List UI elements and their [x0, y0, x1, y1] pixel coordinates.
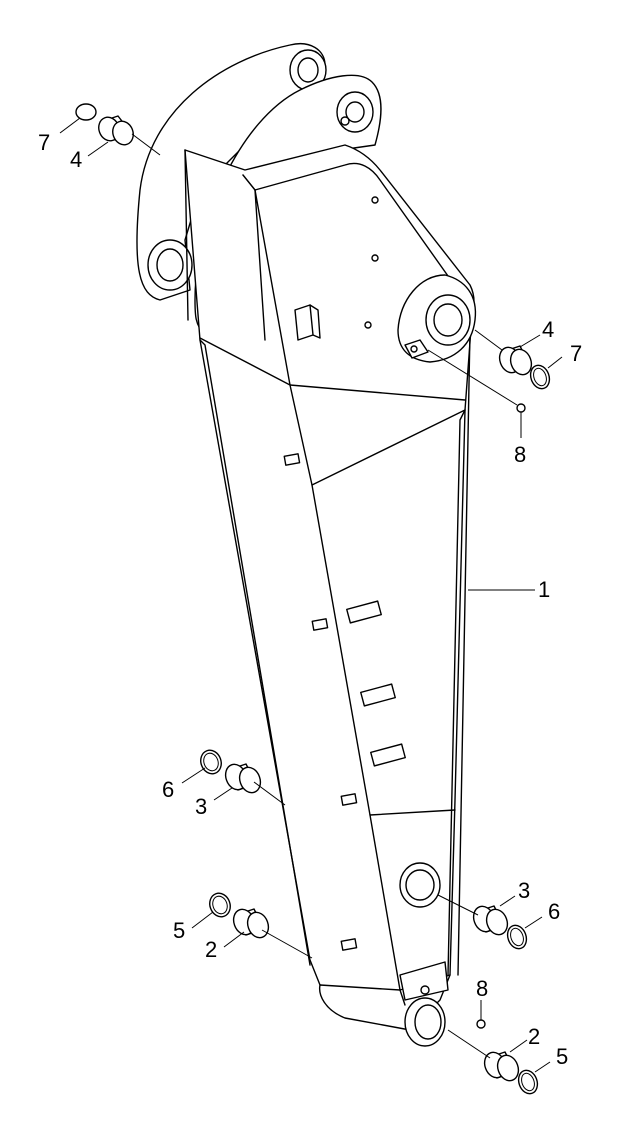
callout-7-top-left: 7: [38, 130, 50, 155]
callout-2-left: 2: [205, 937, 217, 962]
parts-bushings: [75, 103, 551, 1095]
callout-2-right: 2: [528, 1024, 540, 1049]
callout-4-top-left: 4: [70, 147, 82, 172]
callout-7-right: 7: [570, 341, 582, 366]
lower-boss: [399, 862, 446, 1047]
callout-8-lower: 8: [476, 976, 488, 1001]
callout-3-left: 3: [195, 794, 207, 819]
callout-3-right: 3: [518, 878, 530, 903]
ring-7-left: [75, 103, 97, 121]
callout-8-upper: 8: [514, 442, 526, 467]
callout-5-right: 5: [556, 1044, 568, 1069]
callout-4-right: 4: [542, 317, 554, 342]
callout-6-right: 6: [548, 899, 560, 924]
callout-6-left: 6: [162, 777, 174, 802]
body-details: [283, 196, 406, 951]
leader-lines: [59, 117, 563, 1073]
callout-5-left: 5: [173, 918, 185, 943]
boom-body: [184, 144, 475, 1031]
callout-1: 1: [538, 577, 550, 602]
callout-labels: 7 4 4 7 8 1 6 3 5 2 3 6 8 2 5: [38, 130, 582, 1069]
upper-boss: [397, 274, 477, 363]
